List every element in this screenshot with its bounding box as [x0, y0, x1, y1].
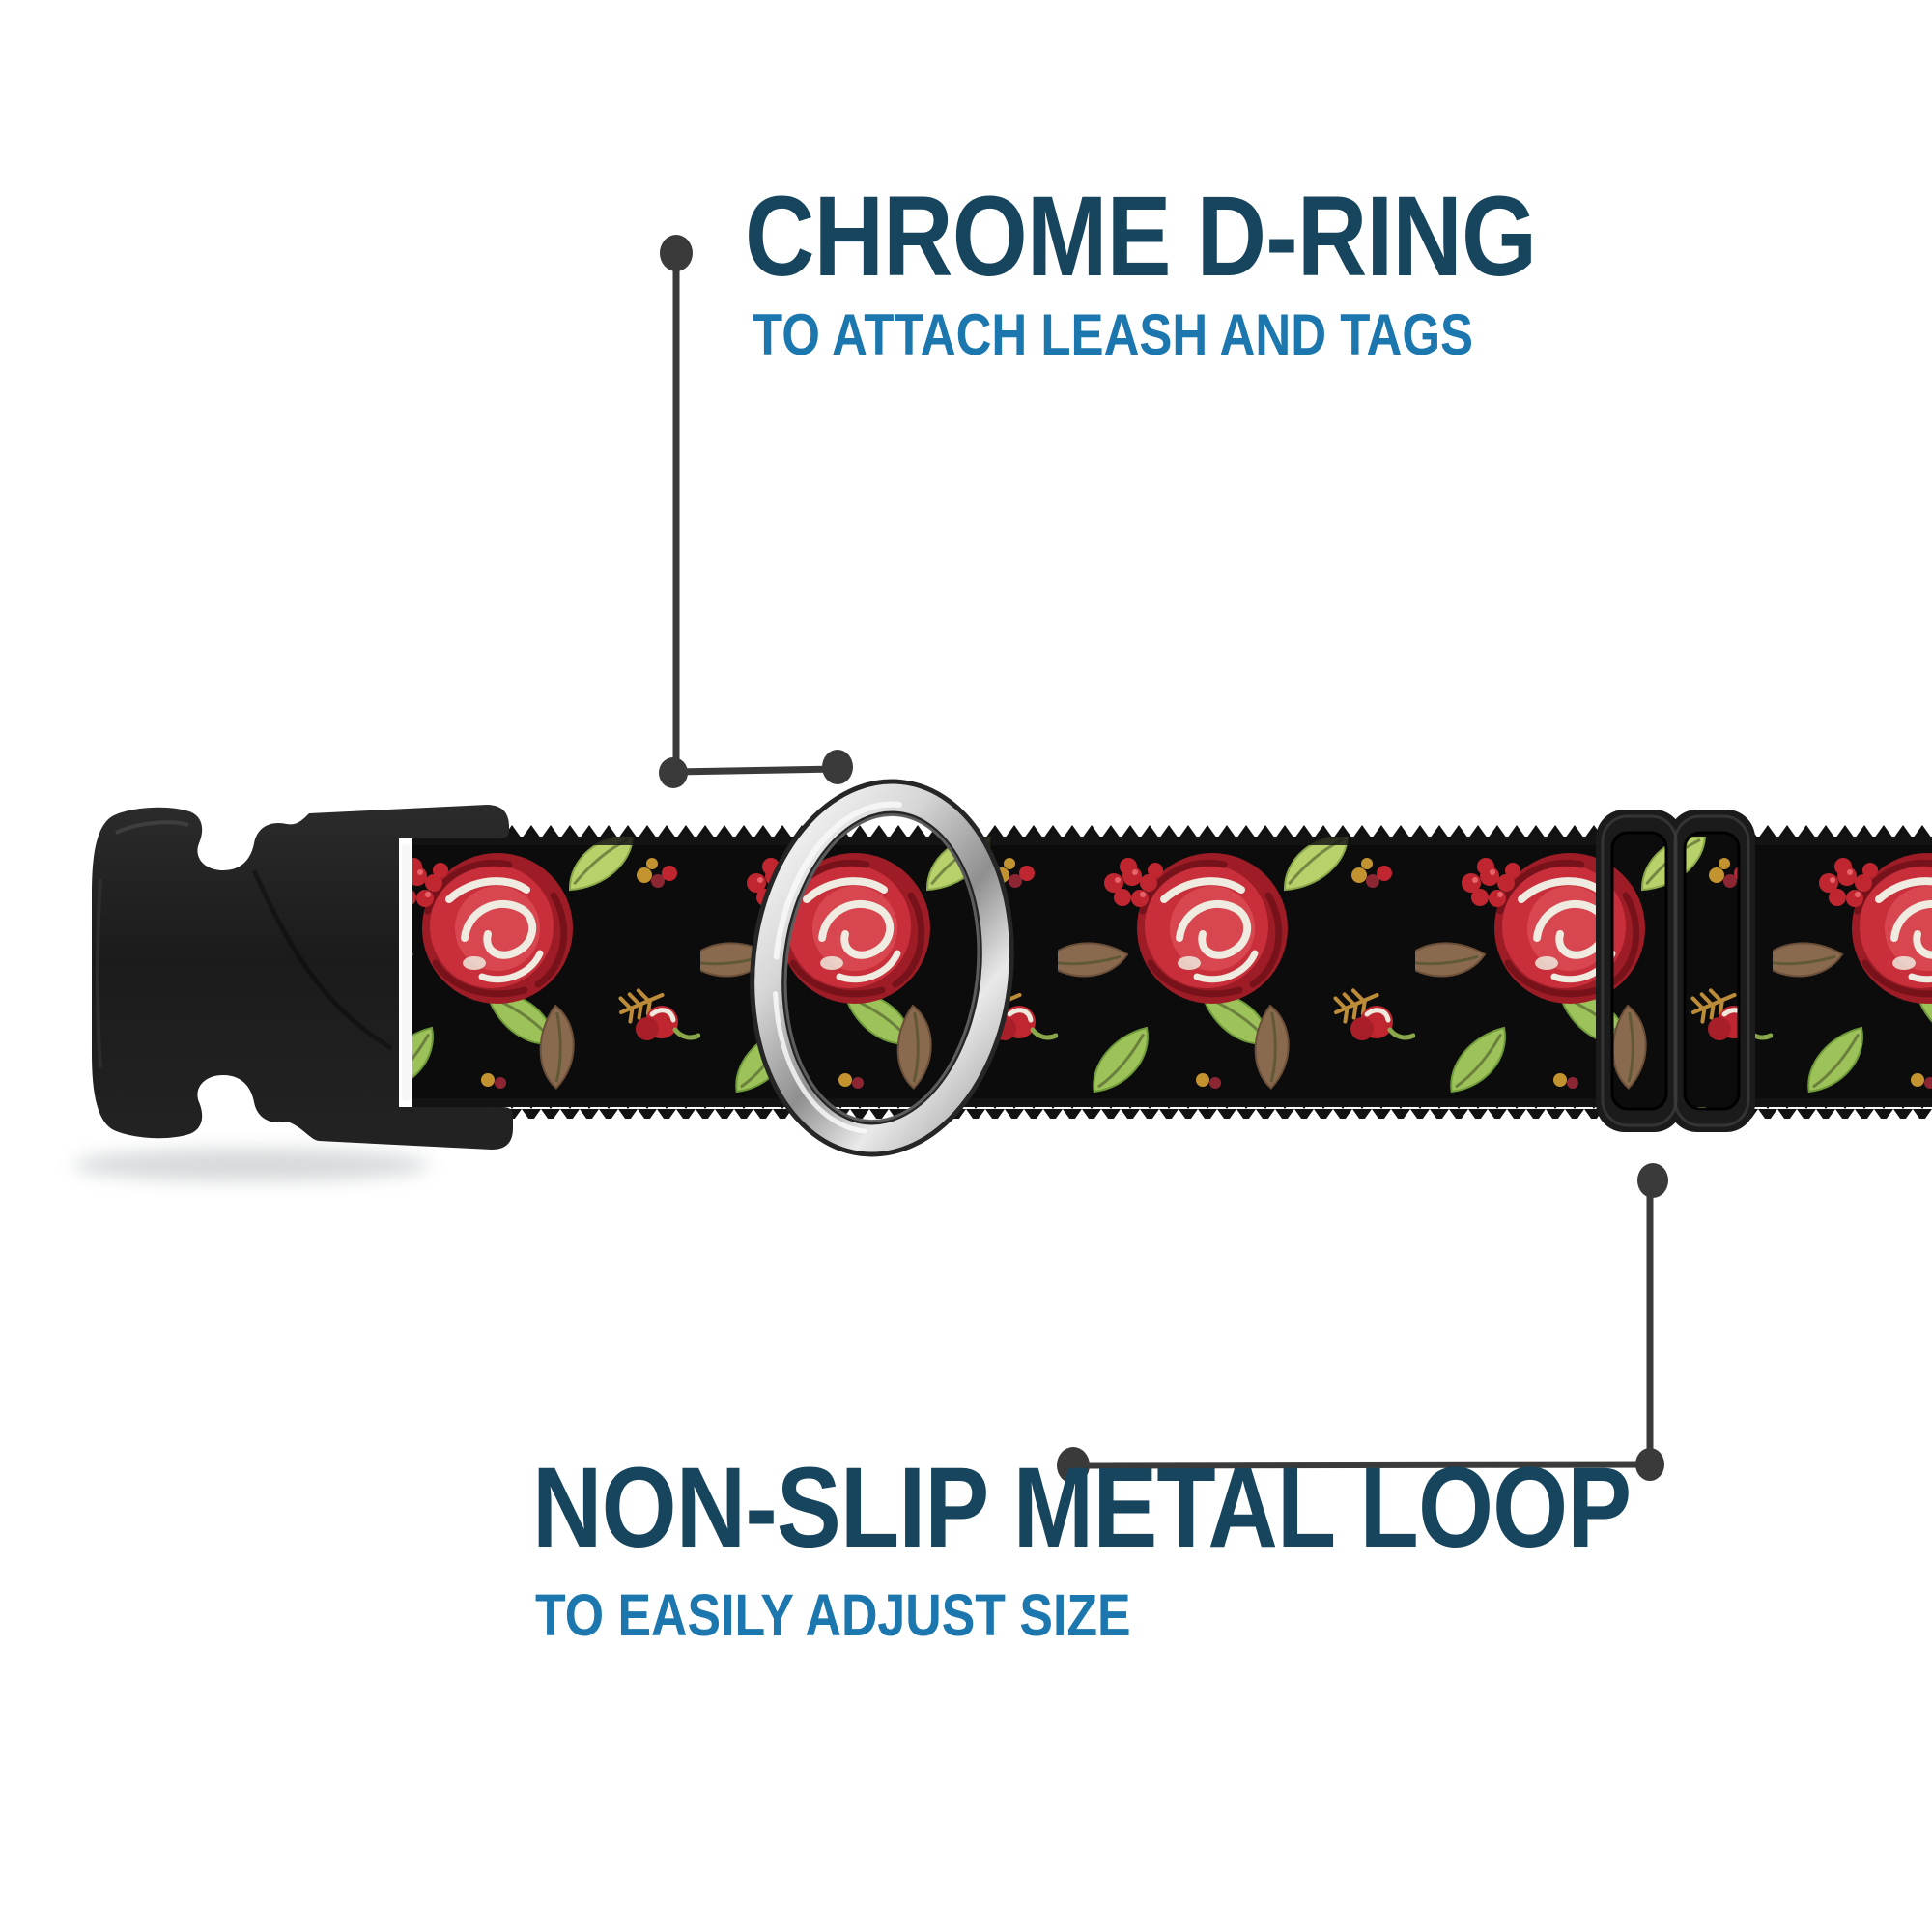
bottom-callout-title: NON-SLIP METAL LOOP — [532, 1444, 1632, 1572]
callout-lines — [659, 235, 1668, 1484]
side-release-buckle-icon — [92, 805, 513, 1150]
buckle-slot-gap — [402, 844, 411, 1101]
bottom-callout-target-dot — [1637, 1163, 1668, 1198]
top-callout-elbow-dot — [659, 757, 688, 788]
strap-top-edge-line — [412, 837, 1932, 845]
top-callout-subtitle: TO ATTACH LEASH AND TAGS — [753, 302, 1474, 367]
strap-top-serrated-edge — [412, 825, 1932, 838]
top-callout-horizontal-line — [672, 765, 838, 776]
bottom-callout-horizontal-line — [1072, 1461, 1651, 1469]
bottom-callout-subtitle: TO EASILY ADJUST SIZE — [535, 1582, 1131, 1648]
top-callout-text-dot — [660, 235, 693, 271]
bottom-callout-text-dot — [1057, 1447, 1090, 1484]
top-callout-target-dot — [822, 750, 853, 784]
tri-glide-slider-icon — [1596, 810, 1755, 1132]
buckle-shadow — [72, 1149, 430, 1181]
strap-bottom-edge-line — [412, 1098, 1932, 1107]
chrome-d-ring-icon — [750, 779, 1014, 1157]
top-callout-title: CHROME D-RING — [745, 173, 1537, 300]
bottom-callout-elbow-dot — [1635, 1448, 1664, 1481]
